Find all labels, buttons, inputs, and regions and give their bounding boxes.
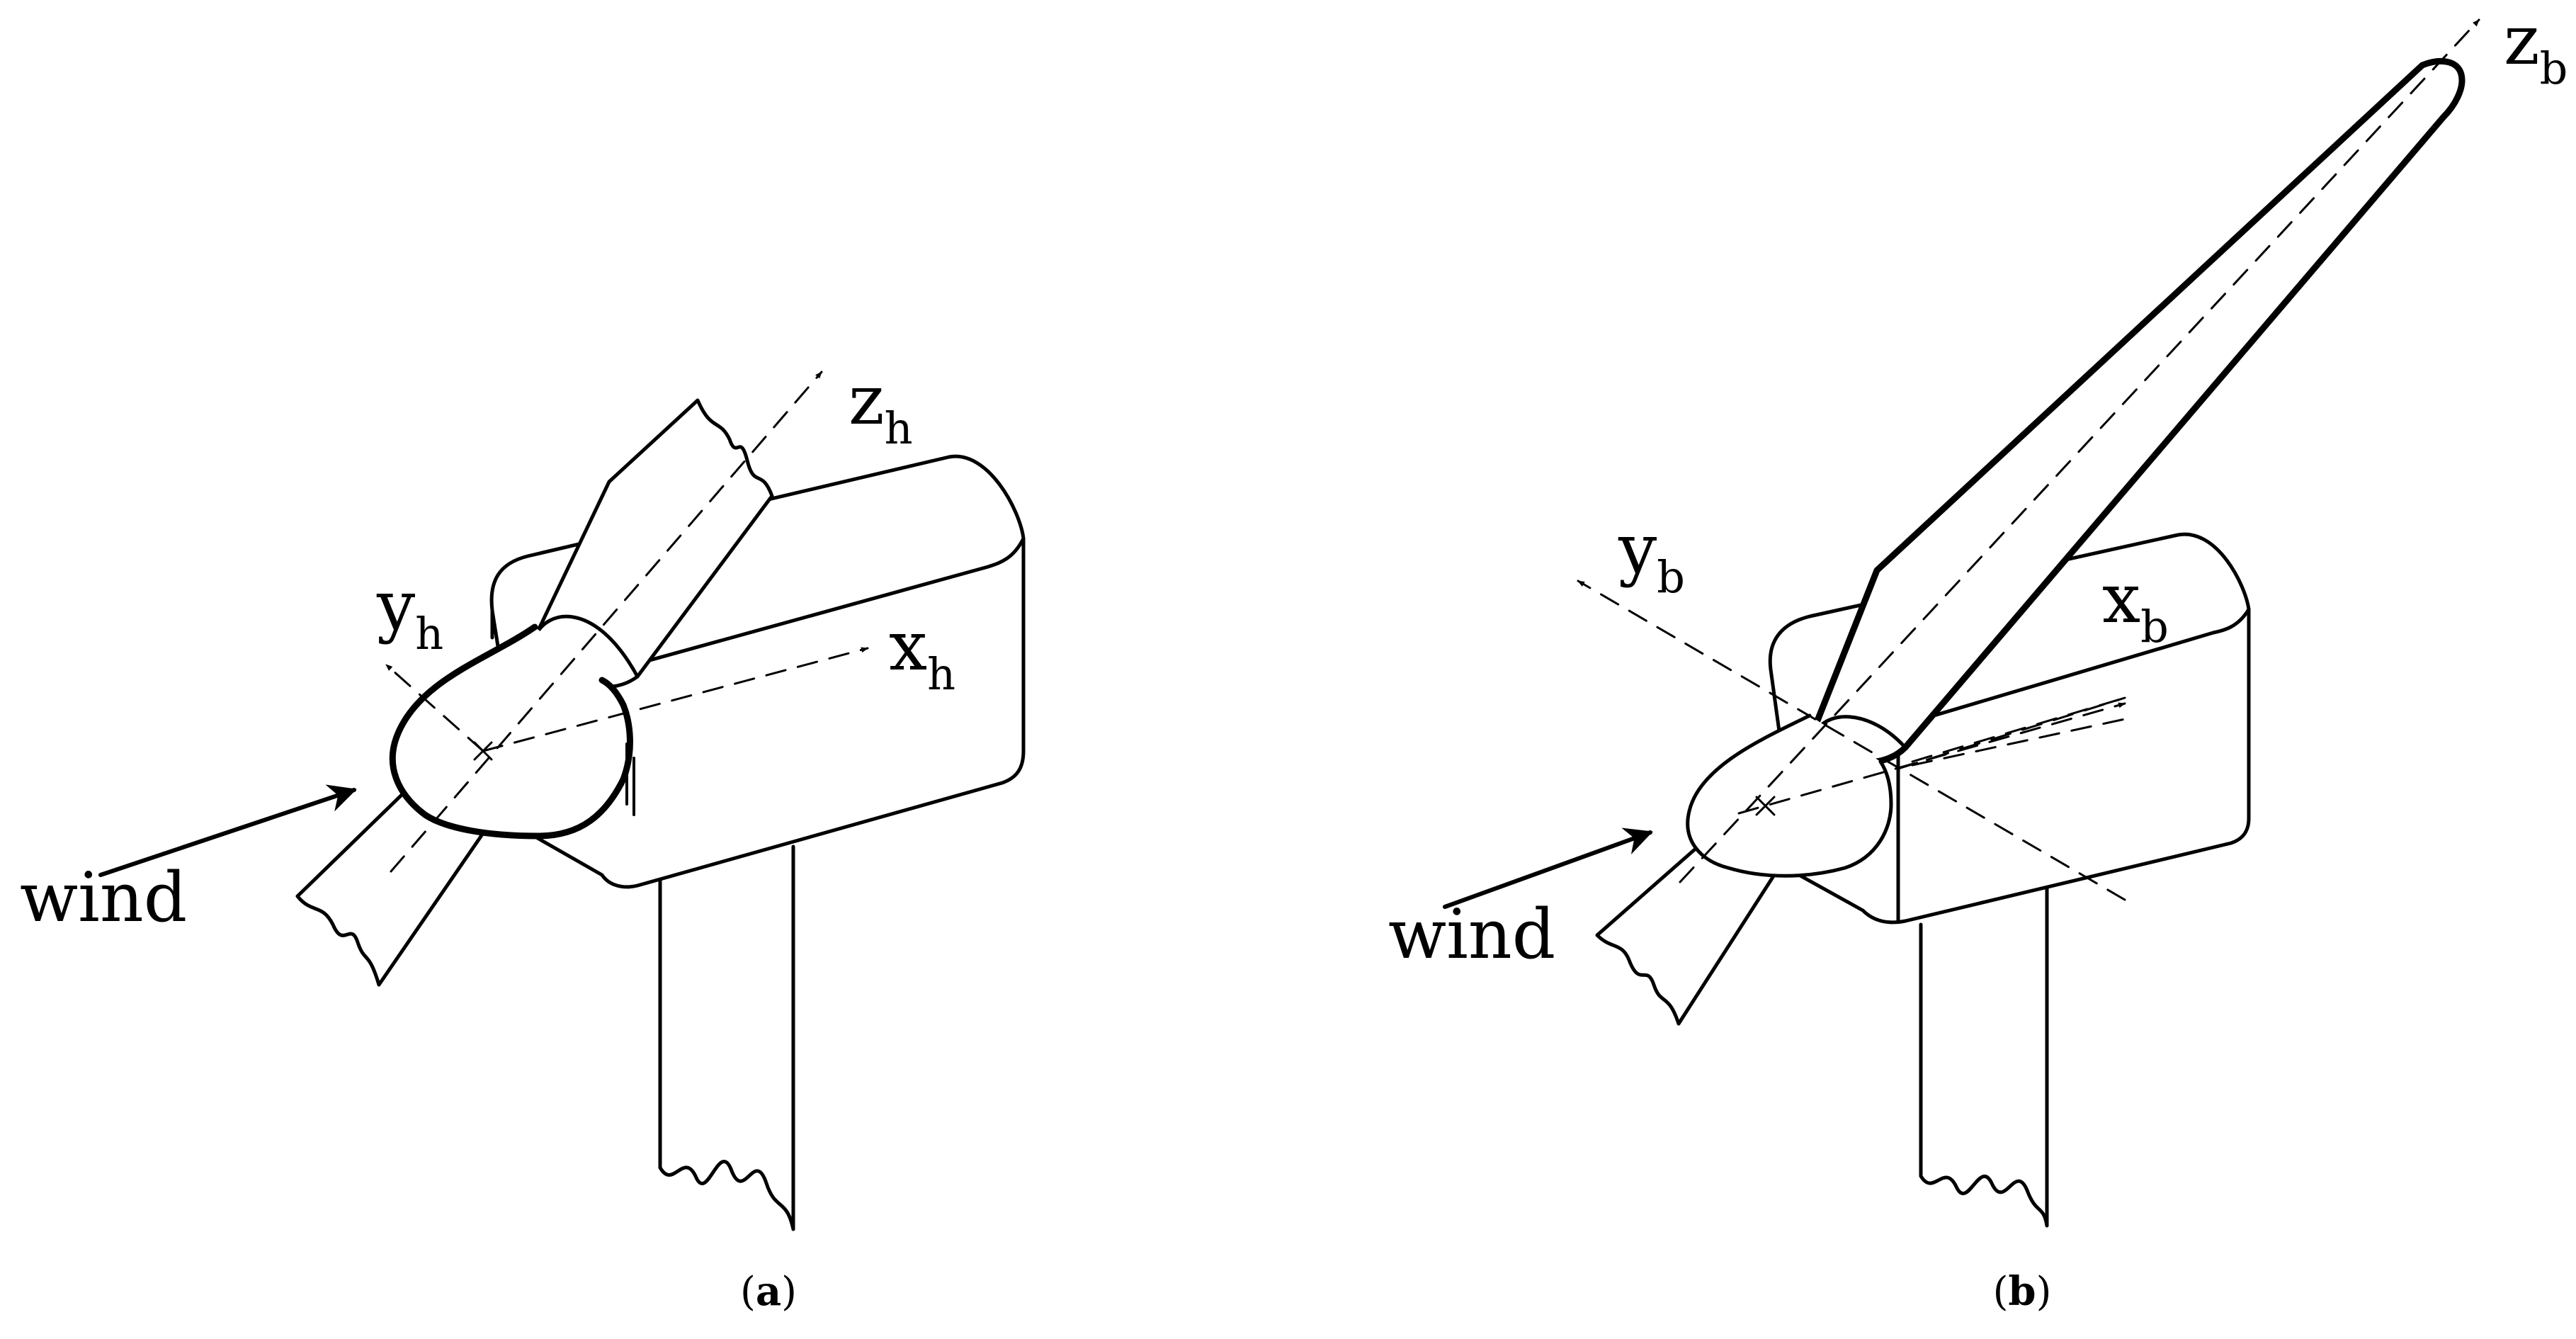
tower-b bbox=[1919, 887, 2049, 1228]
wind-label-b: wind bbox=[1388, 895, 1555, 974]
panel-b bbox=[1443, 18, 2480, 1228]
hub-a bbox=[389, 623, 633, 840]
y-axis-label-b: yb bbox=[1618, 509, 1685, 603]
axes-a bbox=[385, 371, 869, 873]
tower-a bbox=[658, 844, 795, 1231]
caption-b: (b) bbox=[1993, 1268, 2052, 1315]
labels-a: wind xh yh zh (a) bbox=[20, 361, 955, 1315]
wind-arrow-b bbox=[1443, 827, 1653, 909]
panel-a bbox=[98, 371, 1026, 1231]
wind-label-a: wind bbox=[20, 858, 187, 937]
axis-y-b bbox=[1577, 580, 2126, 901]
axis-z-b bbox=[1679, 18, 2480, 883]
x-axis-label-a: xh bbox=[889, 606, 955, 700]
axis-xh-b bbox=[1911, 718, 2126, 767]
axis-z-a bbox=[390, 371, 823, 873]
x-axis-label-b: xb bbox=[2102, 559, 2169, 652]
hub-b bbox=[1686, 713, 1893, 878]
caption-a: (a) bbox=[740, 1268, 797, 1315]
wind-arrow-a bbox=[98, 784, 357, 877]
axis-y-a bbox=[385, 663, 484, 752]
z-axis-label-b: zb bbox=[2504, 1, 2568, 94]
blade-stub-lower-b bbox=[1595, 830, 1776, 1026]
z-axis-label-a: zh bbox=[849, 361, 913, 454]
labels-b: wind xb yb zb (b) bbox=[1388, 1, 2568, 1315]
axis-x-b-back bbox=[1911, 696, 2126, 763]
axes-b bbox=[1577, 18, 2480, 901]
y-axis-label-a: yh bbox=[376, 566, 443, 660]
axis-x-a bbox=[482, 647, 869, 752]
